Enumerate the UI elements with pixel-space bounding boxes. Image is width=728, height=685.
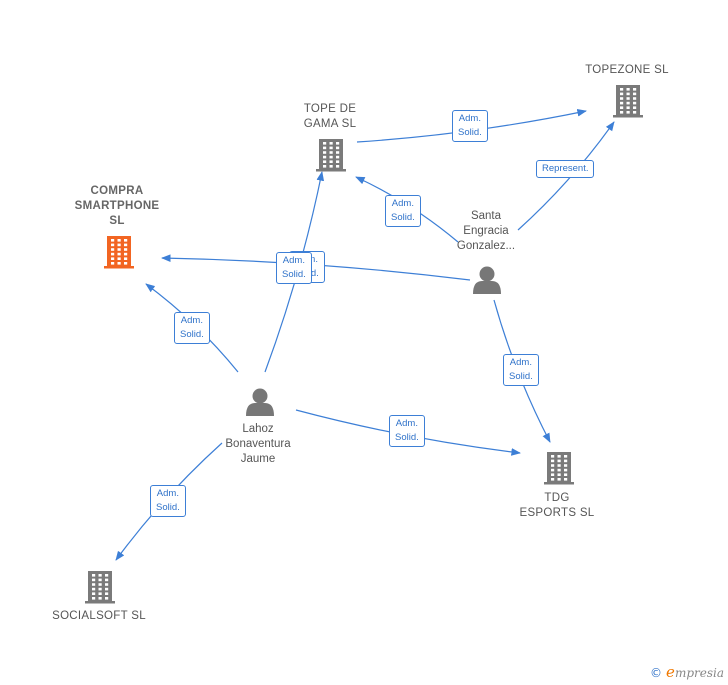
edge-label-santa-to-tope_gama[interactable]: Adm. Solid. [385,195,421,227]
building-icon[interactable] [104,236,134,269]
building-icon[interactable] [316,139,346,172]
empresia-logo[interactable]: ©empresia [650,663,724,681]
node-label-lahoz[interactable]: Lahoz Bonaventura Jaume [225,423,291,465]
edge-santa-to-topezone [517,121,615,231]
brand-initial: e [666,663,675,681]
copyright-icon: © [650,666,663,680]
node-label-santa[interactable]: Santa Engracia Gonzalez... [456,210,516,252]
edge-label-santa-to-tdg[interactable]: Adm. Solid. [503,354,539,386]
edge-label-santa-to-topezone[interactable]: Represent. [536,160,595,178]
node-label-socialsoft[interactable]: SOCIALSOFT SL [52,610,146,622]
person-icon[interactable] [473,266,501,295]
person-icon[interactable] [246,388,274,417]
building-icon[interactable] [85,571,115,604]
edge-label-lahoz-to-tdg[interactable]: Adm. Solid. [389,415,425,447]
node-label-compra[interactable]: COMPRA SMARTPHONE SL [74,185,160,227]
node-label-topezone[interactable]: TOPEZONE SL [585,64,669,76]
node-label-tope_gama[interactable]: TOPE DE GAMA SL [303,103,357,130]
edge-label-lahoz-to-compra[interactable]: Adm. Solid. [174,312,210,344]
building-icon[interactable] [613,85,643,118]
edge-label-lahoz-to-socialsoft[interactable]: Adm. Solid. [150,485,186,517]
building-icon[interactable] [544,452,574,485]
edge-label-tope_gama-to-topezone[interactable]: Adm. Solid. [452,110,488,142]
brand-name: mpresia [674,666,724,680]
edge-label-santa-to-compra[interactable]: Adm. Solid. [276,252,312,284]
node-label-tdg[interactable]: TDG ESPORTS SL [519,492,595,519]
